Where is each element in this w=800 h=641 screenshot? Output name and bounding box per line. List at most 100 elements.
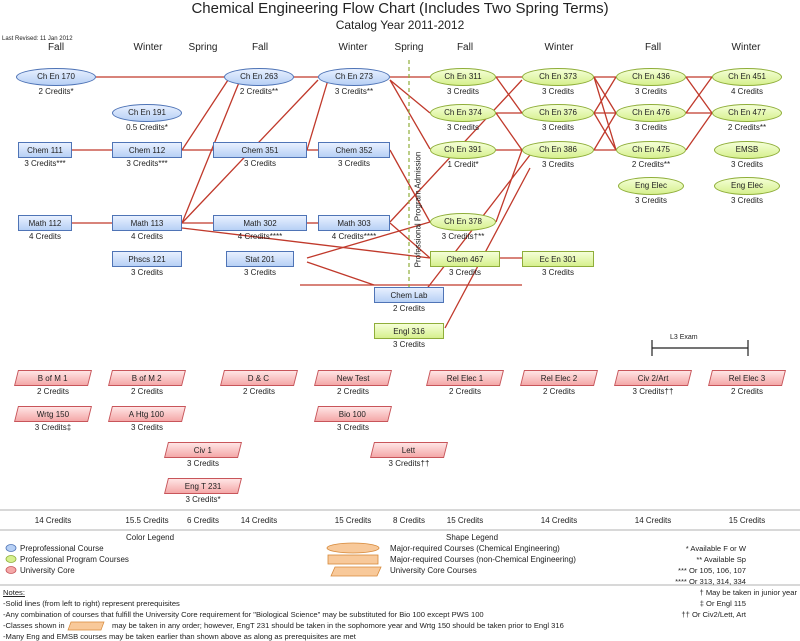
- credits-chem352: 3 Credits: [337, 159, 371, 168]
- credits-wrtg150: 3 Credits‡: [34, 423, 72, 432]
- course-eng-elec-fall[interactable]: Eng Elec: [618, 177, 684, 195]
- credits-chem351: 3 Credits: [243, 159, 277, 168]
- course-chem-lab[interactable]: Chem Lab: [374, 287, 444, 303]
- credits-chen476: 3 Credits: [634, 123, 668, 132]
- note-prerequisites: -Solid lines (from left to right) repres…: [3, 599, 180, 608]
- course-chen475[interactable]: Ch En 475: [616, 141, 686, 159]
- credits-rel-elec-2: 2 Credits: [542, 387, 576, 396]
- note-eng-emsb-earlier: -Many Eng and EMSB courses may be taken …: [3, 632, 356, 641]
- course-ahtg100[interactable]: A Htg 100: [108, 406, 186, 422]
- shape-legend-non-chem-eng: Major-required Courses (non-Chemical Eng…: [390, 555, 576, 564]
- course-rel-elec-2[interactable]: Rel Elec 2: [520, 370, 598, 386]
- chart-subtitle: Catalog Year 2011-2012: [335, 18, 465, 32]
- course-chen373[interactable]: Ch En 373: [522, 68, 594, 86]
- admission-label: Professional Program Admission: [413, 151, 423, 268]
- credits-rel-elec-3: 2 Credits: [730, 387, 764, 396]
- color-legend-university-core: University Core: [20, 566, 75, 575]
- course-civ1[interactable]: Civ 1: [164, 442, 242, 458]
- credits-chen436: 3 Credits: [634, 87, 668, 96]
- credits-rel-elec-1: 2 Credits: [448, 387, 482, 396]
- shape-legend-swatches: [326, 542, 382, 577]
- course-wrtg150[interactable]: Wrtg 150: [14, 406, 92, 422]
- term-total: 14 Credits: [240, 516, 278, 525]
- term-total: 14 Credits: [634, 516, 672, 525]
- credits-chem111: 3 Credits***: [24, 159, 66, 168]
- credits-chem467: 3 Credits: [448, 268, 482, 277]
- course-chen476[interactable]: Ch En 476: [616, 104, 686, 122]
- credits-math302: 4 Credits****: [237, 232, 283, 241]
- term-header-fall-4: Fall: [644, 42, 662, 53]
- term-total: 15.5 Credits: [125, 516, 169, 525]
- course-chen374[interactable]: Ch En 374: [430, 104, 496, 122]
- course-lett[interactable]: Lett: [370, 442, 448, 458]
- course-rel-elec-3[interactable]: Rel Elec 3: [708, 370, 786, 386]
- credits-math303: 4 Credits****: [331, 232, 377, 241]
- footnote-civ2-lett-art: †† Or Civ2/Lett, Art: [681, 610, 746, 619]
- credits-eng-elec-fall: 3 Credits: [634, 196, 668, 205]
- credits-civ1: 3 Credits: [186, 459, 220, 468]
- credits-chen378: 3 Credits†**: [441, 232, 485, 241]
- course-chen273[interactable]: Ch En 273: [318, 68, 390, 86]
- course-eng-elec-winter[interactable]: Eng Elec: [714, 177, 780, 195]
- term-header-fall-1: Fall: [47, 42, 65, 53]
- course-chen170[interactable]: Ch En 170: [16, 68, 96, 86]
- credits-chen391: 1 Credit*: [447, 160, 479, 169]
- course-chen436[interactable]: Ch En 436: [616, 68, 686, 86]
- course-math303[interactable]: Math 303: [318, 215, 390, 231]
- color-legend-preprofessional: Preprofessional Course: [20, 544, 104, 553]
- term-total: 14 Credits: [540, 516, 578, 525]
- course-chen477[interactable]: Ch En 477: [712, 104, 782, 122]
- course-chen386[interactable]: Ch En 386: [522, 141, 594, 159]
- course-dc[interactable]: D & C: [220, 370, 298, 386]
- credits-engl316: 3 Credits: [392, 340, 426, 349]
- course-engl316[interactable]: Engl 316: [374, 323, 444, 339]
- credits-stat201: 3 Credits: [243, 268, 277, 277]
- course-new-test[interactable]: New Test: [314, 370, 392, 386]
- term-total: 15 Credits: [446, 516, 484, 525]
- credits-chen374: 3 Credits: [446, 123, 480, 132]
- footnote-available-f-or-w: * Available F or W: [685, 544, 746, 553]
- credits-math112: 4 Credits: [28, 232, 62, 241]
- credits-chen376: 3 Credits: [541, 123, 575, 132]
- footnote-available-sp: ** Available Sp: [696, 555, 746, 564]
- course-chen191[interactable]: Ch En 191: [112, 104, 182, 122]
- course-bom2[interactable]: B of M 2: [108, 370, 186, 386]
- term-header-spring-2: Spring: [394, 42, 424, 53]
- course-bio100[interactable]: Bio 100: [314, 406, 392, 422]
- term-header-spring-1: Spring: [188, 42, 218, 53]
- course-chem112[interactable]: Chem 112: [112, 142, 182, 158]
- course-civ2-art[interactable]: Civ 2/Art: [614, 370, 692, 386]
- course-rel-elec-1[interactable]: Rel Elec 1: [426, 370, 504, 386]
- term-header-winter-3: Winter: [544, 42, 574, 53]
- course-chem111[interactable]: Chem 111: [18, 142, 72, 158]
- course-chen311[interactable]: Ch En 311: [430, 68, 496, 86]
- course-emsb[interactable]: EMSB: [714, 141, 780, 159]
- color-legend-professional: Professional Program Courses: [20, 555, 129, 564]
- course-stat201[interactable]: Stat 201: [226, 251, 294, 267]
- chart-title: Chemical Engineering Flow Chart (Include…: [191, 0, 609, 17]
- course-chem467[interactable]: Chem 467: [430, 251, 500, 267]
- course-chen263[interactable]: Ch En 263: [224, 68, 294, 86]
- term-header-winter-2: Winter: [338, 42, 368, 53]
- term-total: 15 Credits: [334, 516, 372, 525]
- shape-legend-university-core: University Core Courses: [390, 566, 477, 575]
- course-chem352[interactable]: Chem 352: [318, 142, 390, 158]
- course-math113[interactable]: Math 113: [112, 215, 182, 231]
- course-ecen301[interactable]: Ec En 301: [522, 251, 594, 267]
- color-legend-swatches: [5, 544, 17, 574]
- credits-chen451: 4 Credits: [730, 87, 764, 96]
- course-math112[interactable]: Math 112: [18, 215, 72, 231]
- credits-math113: 4 Credits: [130, 232, 164, 241]
- credits-chen475: 2 Credits**: [631, 160, 671, 169]
- course-chen378[interactable]: Ch En 378: [430, 213, 496, 231]
- course-engt231[interactable]: Eng T 231: [164, 478, 242, 494]
- course-math302[interactable]: Math 302: [213, 215, 307, 231]
- course-chen376[interactable]: Ch En 376: [522, 104, 594, 122]
- credits-chen311: 3 Credits: [446, 87, 480, 96]
- course-chem351[interactable]: Chem 351: [213, 142, 307, 158]
- course-phscs121[interactable]: Phscs 121: [112, 251, 182, 267]
- course-chen391[interactable]: Ch En 391: [430, 141, 496, 159]
- term-total: 14 Credits: [34, 516, 72, 525]
- course-chen451[interactable]: Ch En 451: [712, 68, 782, 86]
- course-bom1[interactable]: B of M 1: [14, 370, 92, 386]
